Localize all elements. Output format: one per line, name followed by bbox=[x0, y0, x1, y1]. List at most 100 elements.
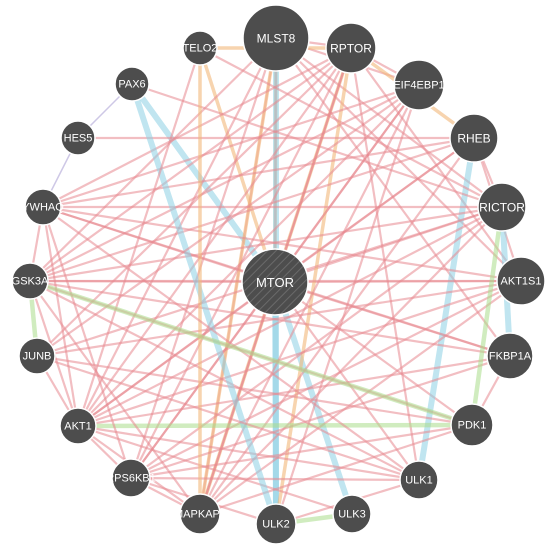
edge-pax6-mtor bbox=[129, 81, 278, 285]
node-label-ulk1: ULK1 bbox=[405, 475, 433, 487]
node-label-mtor: MTOR bbox=[256, 275, 294, 290]
edge-rictor-rps6kb1 bbox=[129, 205, 504, 480]
edge-telo2-rictor bbox=[198, 46, 504, 209]
node-label-rptor: RPTOR bbox=[330, 42, 372, 56]
node-circle-fkbp1a[interactable] bbox=[486, 332, 534, 380]
edge-fkbp1a-gsk3a bbox=[28, 279, 512, 358]
edge-fkbp1a-akt1 bbox=[76, 354, 512, 428]
node-label-pdk1: PDK1 bbox=[458, 420, 487, 432]
node-circle-ulk3[interactable] bbox=[332, 494, 372, 534]
node-label-fkbp1a: FKBP1A bbox=[489, 351, 532, 363]
edge-layer bbox=[27, 35, 523, 527]
edge-telo2-akt1 bbox=[76, 46, 202, 428]
edge-rheb-gsk3a bbox=[28, 136, 476, 283]
edge-pdk1-mapkap1 bbox=[198, 423, 474, 516]
edge-mapkap1-gsk3a bbox=[28, 279, 202, 516]
node-pdk1[interactable]: PDK1 bbox=[450, 403, 494, 447]
node-ulk1[interactable]: ULK1 bbox=[399, 460, 439, 500]
node-circle-mapkap1[interactable] bbox=[179, 493, 221, 535]
node-rictor[interactable]: RICTOR bbox=[477, 182, 527, 232]
edge-eif4ebp1-junb bbox=[35, 83, 421, 358]
edge-junb-ulk1 bbox=[35, 354, 421, 482]
node-gsk3a[interactable]: GSK3A bbox=[11, 262, 49, 300]
node-label-ywhaq: YWHAQ bbox=[22, 202, 64, 214]
edge-eif4ebp1-mapkap1 bbox=[198, 83, 421, 516]
node-label-ulk3: ULK3 bbox=[338, 509, 366, 521]
edge-ulk1-rps6kb1 bbox=[129, 476, 421, 482]
edge-fkbp1a-rps6kb1 bbox=[129, 354, 512, 480]
node-akt1[interactable]: AKT1 bbox=[59, 407, 97, 445]
edge-rictor-mapkap1 bbox=[198, 205, 504, 516]
node-rheb[interactable]: RHEB bbox=[449, 113, 499, 163]
node-label-eif4ebp1: EIF4EBP1 bbox=[393, 80, 444, 92]
node-circle-mlst8[interactable] bbox=[242, 4, 310, 72]
node-circle-pax6[interactable] bbox=[114, 66, 150, 102]
node-fkbp1a[interactable]: FKBP1A bbox=[486, 332, 534, 380]
edge-eif4ebp1-akt1 bbox=[76, 83, 421, 428]
node-mlst8[interactable]: MLST8 bbox=[242, 4, 310, 72]
edge-pdk1-mtor bbox=[273, 280, 474, 427]
edge-rptor-ulk1 bbox=[349, 46, 421, 482]
node-circle-junb[interactable] bbox=[18, 337, 56, 375]
node-label-rps6kb1: RPS6KB1 bbox=[106, 473, 156, 485]
edge-akt1s1-mapkap1 bbox=[198, 279, 523, 516]
edge-ulk3-akt1 bbox=[76, 424, 354, 516]
edge-rptor-akt1 bbox=[76, 46, 353, 428]
node-circle-hes5[interactable] bbox=[60, 120, 96, 156]
node-akt1s1[interactable]: AKT1S1 bbox=[496, 256, 546, 306]
node-hes5[interactable]: HES5 bbox=[60, 120, 96, 156]
node-rps6kb1[interactable]: RPS6KB1 bbox=[106, 458, 156, 498]
node-label-telo2: TELO2 bbox=[183, 43, 218, 55]
edge-rictor-gsk3a bbox=[28, 205, 504, 283]
node-circle-akt1[interactable] bbox=[59, 407, 97, 445]
edge-rptor-ywhaq bbox=[41, 46, 353, 209]
edge-pax6-rictor bbox=[130, 82, 504, 209]
node-circle-ywhaq[interactable] bbox=[24, 188, 62, 226]
node-circle-akt1s1[interactable] bbox=[496, 256, 546, 306]
edge-rheb-ywhaq bbox=[41, 136, 476, 209]
node-label-mapkap1: MAPKAP1 bbox=[174, 509, 226, 521]
node-ulk3[interactable]: ULK3 bbox=[332, 494, 372, 534]
node-mapkap1[interactable]: MAPKAP1 bbox=[174, 493, 226, 535]
node-label-junb: JUNB bbox=[23, 351, 52, 363]
node-label-gsk3a: GSK3A bbox=[12, 276, 49, 288]
edge-mlst8-gsk3a bbox=[28, 36, 278, 283]
edge-pdk1-rps6kb1 bbox=[129, 423, 474, 480]
edge-ulk1-akt1 bbox=[76, 424, 421, 482]
node-junb[interactable]: JUNB bbox=[18, 337, 56, 375]
node-label-rictor: RICTOR bbox=[479, 201, 525, 215]
node-ulk2[interactable]: ULK2 bbox=[255, 503, 297, 545]
node-circle-ulk1[interactable] bbox=[399, 460, 439, 500]
node-circle-pdk1[interactable] bbox=[450, 403, 494, 447]
edge-pdk1-junb bbox=[35, 354, 474, 427]
node-circle-rptor[interactable] bbox=[325, 22, 377, 74]
node-circle-gsk3a[interactable] bbox=[11, 262, 49, 300]
node-rptor[interactable]: RPTOR bbox=[325, 22, 377, 74]
node-circle-rps6kb1[interactable] bbox=[111, 458, 151, 498]
edge-akt1s1-ywhaq bbox=[41, 205, 523, 283]
node-circle-eif4ebp1[interactable] bbox=[393, 59, 445, 111]
node-pax6[interactable]: PAX6 bbox=[114, 66, 150, 102]
node-circle-rictor[interactable] bbox=[477, 182, 527, 232]
node-circle-telo2[interactable] bbox=[182, 30, 218, 66]
edge-akt1s1-junb bbox=[35, 279, 523, 358]
edge-mlst8-akt1s1 bbox=[274, 36, 523, 283]
edge-eif4ebp1-ywhaq bbox=[41, 83, 421, 209]
edge-pdk1-akt1 bbox=[75, 422, 475, 429]
edge-eif4ebp1-gsk3a bbox=[28, 83, 421, 283]
edge-rptor-ulk2 bbox=[274, 46, 353, 526]
node-circle-ulk2[interactable] bbox=[255, 503, 297, 545]
node-label-mlst8: MLST8 bbox=[257, 32, 296, 46]
node-circle-mtor[interactable] bbox=[241, 248, 309, 316]
node-mtor[interactable]: MTOR bbox=[241, 248, 309, 316]
edge-akt1s1-akt1 bbox=[76, 279, 523, 428]
node-label-ulk2: ULK2 bbox=[262, 519, 290, 531]
node-ywhaq[interactable]: YWHAQ bbox=[22, 188, 64, 226]
node-eif4ebp1[interactable]: EIF4EBP1 bbox=[393, 59, 445, 111]
edge-rps6kb1-ywhaq bbox=[41, 205, 133, 480]
node-circle-rheb[interactable] bbox=[449, 113, 499, 163]
node-label-akt1: AKT1 bbox=[64, 421, 92, 433]
node-telo2[interactable]: TELO2 bbox=[182, 30, 218, 66]
